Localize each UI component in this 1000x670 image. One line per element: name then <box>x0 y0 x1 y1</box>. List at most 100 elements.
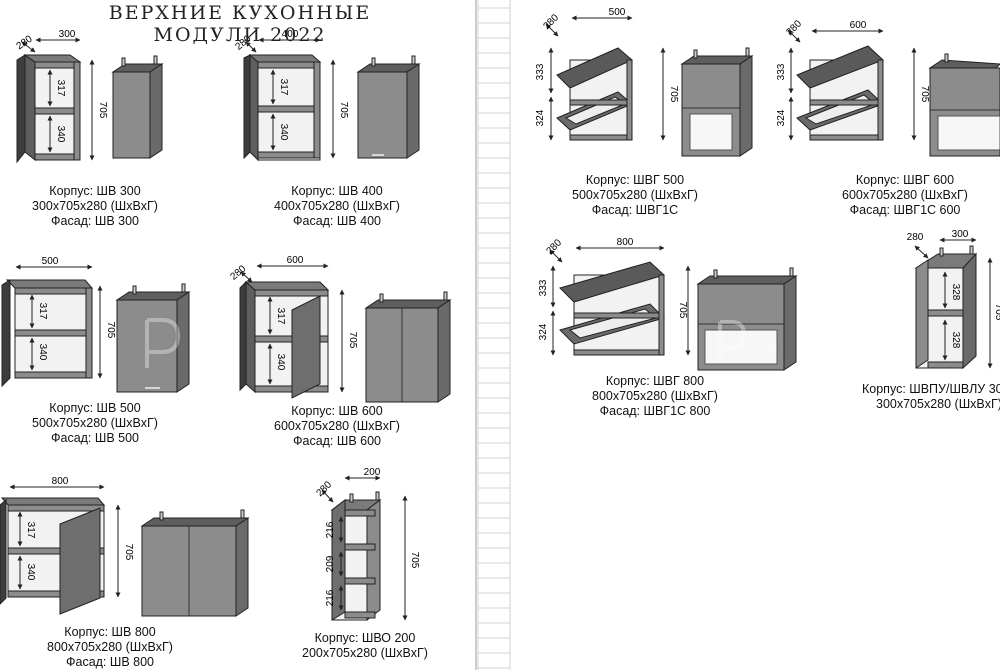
dim-width: 500 <box>42 256 59 267</box>
dim-shelf-top: 317 <box>278 79 289 96</box>
dim-width: 600 <box>287 255 304 266</box>
caption-size: 500x705x280 (ШxВxГ) <box>572 188 698 202</box>
caption-shvg800: Корпус: ШВГ 800 800x705x280 (ШxВxГ) Фаса… <box>580 374 730 419</box>
dim-height: 705 <box>677 302 688 319</box>
dim-shelf-top: 317 <box>275 308 286 325</box>
dim-width: 500 <box>609 7 626 18</box>
dim-height: 705 <box>347 332 358 349</box>
caption-size: 400x705x280 (ШxВxГ) <box>274 199 400 213</box>
dim-height: 705 <box>668 86 679 103</box>
caption-facade: Фасад: ШВ 400 <box>292 214 382 228</box>
dim-width: 200 <box>364 467 381 478</box>
caption-shv300: Корпус: ШВ 300 300x705x280 (ШxВxГ) Фасад… <box>20 184 170 229</box>
dim-shelf-top: 328 <box>950 284 961 301</box>
module-shv600-drawing: 600 280 705 317 340 <box>228 255 452 403</box>
dim-height: 705 <box>919 86 930 103</box>
module-shvg800-drawing: 800 280 705 333 324 ГИ <box>538 237 798 371</box>
dim-depth: 280 <box>314 479 334 499</box>
caption-corpus: Корпус: ШВ 800 <box>64 625 156 639</box>
caption-shv400: Корпус: ШВ 400 400x705x280 (ШxВxГ) Фасад… <box>262 184 412 229</box>
caption-shv500: Корпус: ШВ 500 500x705x280 (ШxВxГ) Фасад… <box>20 401 170 446</box>
module-shvg600-drawing: 600 280 705 333 324 <box>776 18 1000 157</box>
dim-height: 705 <box>123 544 134 561</box>
caption-shvpu300: Корпус: ШВПУ/ШВЛУ 30 300x705x280 (ШxВxГ) <box>862 382 1000 412</box>
dim-height: 705 <box>993 304 1000 321</box>
dim-width: 800 <box>617 237 634 248</box>
dim-bottom-section: 324 <box>535 109 546 126</box>
dim-height: 705 <box>97 102 108 119</box>
caption-corpus: Корпус: ШВ 300 <box>49 184 141 198</box>
caption-shvo200: Корпус: ШВО 200 200x705x280 (ШxВxГ) <box>290 631 440 661</box>
caption-facade: Фасад: ШВГ1С 600 <box>849 203 961 217</box>
dim-top-section: 333 <box>776 63 787 80</box>
dim-shelf-bottom: 340 <box>278 124 289 141</box>
dim-shelf-2: 209 <box>325 555 336 572</box>
dim-top-section: 333 <box>535 63 546 80</box>
caption-size: 600x705x280 (ШxВxГ) <box>274 419 400 433</box>
dim-depth: 280 <box>228 263 248 282</box>
dim-top-section: 333 <box>538 279 549 296</box>
caption-size: 300x705x280 (ШxВxГ) <box>876 397 1000 411</box>
caption-shv800: Корпус: ШВ 800 800x705x280 (ШxВxГ) Фасад… <box>35 625 185 670</box>
dim-width: 300 <box>59 29 76 40</box>
caption-facade: Фасад: ШВ 800 <box>65 655 155 669</box>
dim-height: 705 <box>409 552 420 569</box>
dim-shelf-top: 317 <box>37 303 48 320</box>
page-title: ВЕРХНИЕ КУХОННЫЕ МОДУЛИ 2022 <box>108 2 372 46</box>
dim-shelf-top: 317 <box>25 522 36 539</box>
dim-width: 600 <box>850 20 867 31</box>
dim-shelf-bottom: 340 <box>275 354 286 371</box>
caption-facade: Фасад: ШВ 600 <box>292 434 382 448</box>
caption-corpus: Корпус: ШВО 200 <box>314 631 416 645</box>
module-shv400-drawing: 400 280 705 317 340 <box>233 29 421 162</box>
caption-corpus: Корпус: ШВПУ/ШВЛУ 30 <box>862 382 1000 396</box>
caption-size: 500x705x280 (ШxВxГ) <box>32 416 158 430</box>
caption-facade: Фасад: ШВГ1С 800 <box>599 404 711 418</box>
caption-corpus: Корпус: ШВ 500 <box>49 401 141 415</box>
caption-corpus: Корпус: ШВ 600 <box>291 404 383 418</box>
dim-shelf-1: 216 <box>325 521 336 538</box>
caption-size: 600x705x280 (ШxВxГ) <box>842 188 968 202</box>
svg-text:ГИ: ГИ <box>760 339 778 355</box>
caption-size: 800x705x280 (ШxВxГ) <box>47 640 173 654</box>
caption-shvg500: Корпус: ШВГ 500 500x705x280 (ШxВxГ) Фаса… <box>560 173 710 218</box>
caption-size: 800x705x280 (ШxВxГ) <box>592 389 718 403</box>
module-shvo200-drawing: 200 280 705 216 209 216 <box>314 467 420 622</box>
dim-width: 400 <box>282 29 299 40</box>
dim-depth: 280 <box>907 232 924 243</box>
dim-shelf-top: 317 <box>55 80 66 97</box>
caption-facade: Фасад: ШВГ1С <box>591 203 679 217</box>
module-shv300-drawing: 300 280 705 317 340 <box>15 29 164 164</box>
module-shv500-drawing: 500 705 317 340 08 <box>1 256 266 393</box>
module-shv800-drawing: 800 705 317 340 <box>0 476 250 617</box>
dim-width: 800 <box>52 476 69 487</box>
watermark-logo-right: ГИ <box>718 320 778 362</box>
dim-depth: 280 <box>544 237 564 257</box>
dim-bottom-section: 324 <box>538 323 549 340</box>
dim-shelf-bottom: 340 <box>55 126 66 143</box>
caption-size: 200x705x280 (ШxВxГ) <box>302 646 428 660</box>
dim-shelf-bottom: 328 <box>950 332 961 349</box>
dim-height: 705 <box>105 322 116 339</box>
module-shvpu300-drawing: 300 280 705 328 328 <box>907 229 1000 370</box>
dim-width: 300 <box>952 229 969 240</box>
dim-shelf-bottom: 340 <box>37 344 48 361</box>
caption-shv600: Корпус: ШВ 600 600x705x280 (ШxВxГ) Фасад… <box>262 404 412 449</box>
caption-corpus: Корпус: ШВ 400 <box>291 184 383 198</box>
grid-background <box>475 0 511 670</box>
dim-depth: 280 <box>541 12 561 32</box>
dim-bottom-section: 324 <box>776 109 787 126</box>
dim-height: 705 <box>338 102 349 119</box>
caption-corpus: Корпус: ШВГ 500 <box>585 173 685 187</box>
dim-shelf-bottom: 340 <box>25 564 36 581</box>
dim-shelf-3: 216 <box>325 589 336 606</box>
caption-corpus: Корпус: ШВГ 600 <box>855 173 955 187</box>
caption-size: 300x705x280 (ШxВxГ) <box>32 199 158 213</box>
caption-facade: Фасад: ШВ 300 <box>50 214 140 228</box>
caption-facade: Фасад: ШВ 500 <box>50 431 140 445</box>
module-shvg500-drawing: 500 280 705 333 324 <box>535 7 754 157</box>
caption-corpus: Корпус: ШВГ 800 <box>605 374 705 388</box>
caption-shvg600: Корпус: ШВГ 600 600x705x280 (ШxВxГ) Фаса… <box>830 173 980 218</box>
